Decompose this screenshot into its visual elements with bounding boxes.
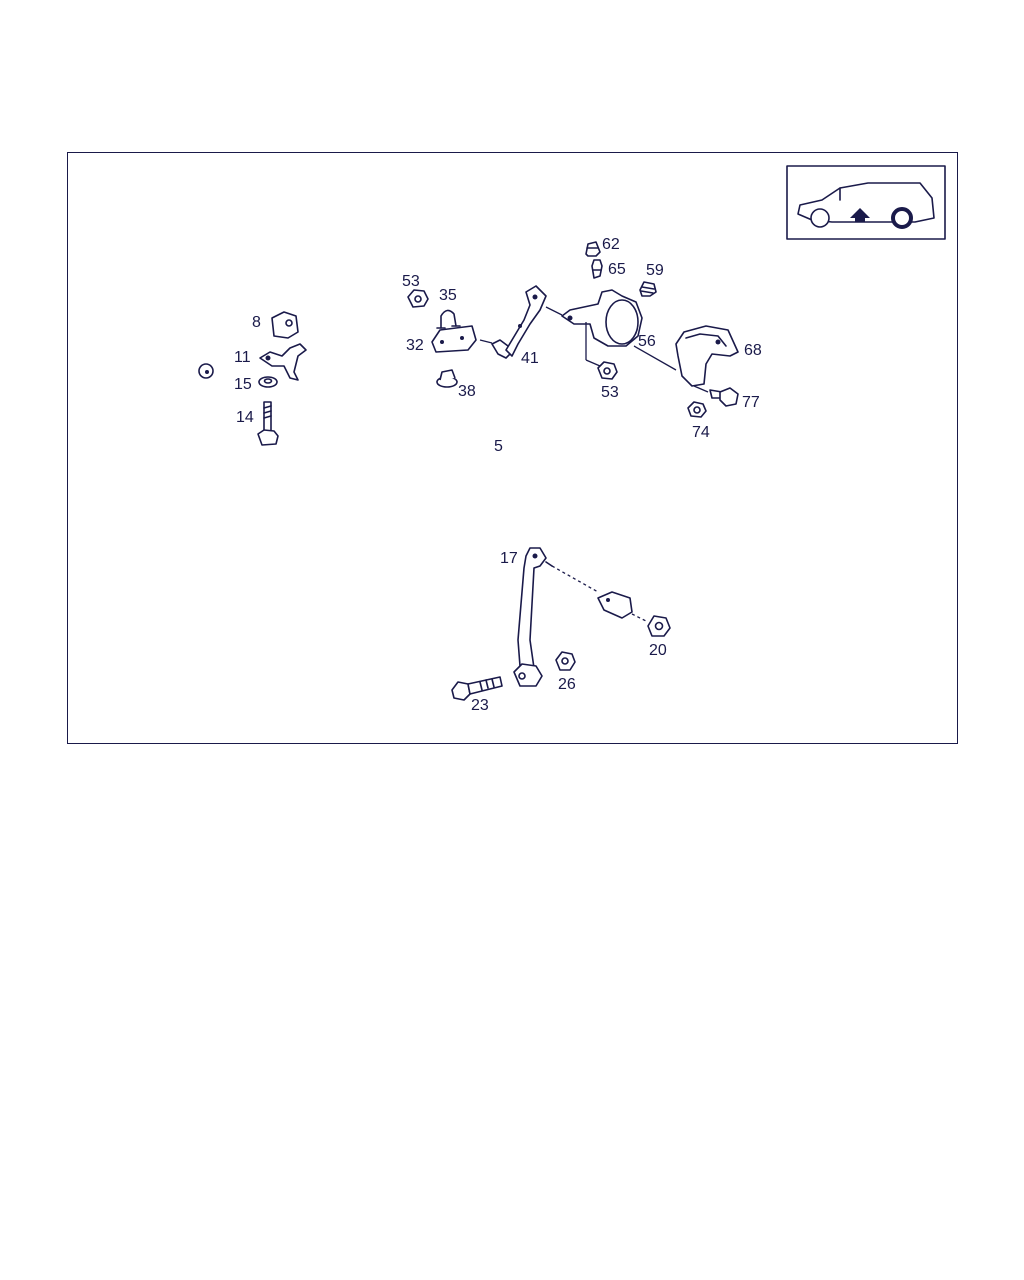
part-label-68: 68 bbox=[744, 342, 762, 359]
vehicle-locator-inset bbox=[786, 165, 946, 240]
stabilizer-bar bbox=[185, 269, 633, 619]
part-label-11: 11 bbox=[234, 349, 251, 366]
clamp-bracket-part bbox=[259, 343, 307, 381]
cap-part bbox=[585, 241, 601, 257]
fitting-part bbox=[591, 259, 603, 279]
part-label-53-upper: 53 bbox=[402, 273, 420, 290]
part-label-32: 32 bbox=[406, 337, 424, 354]
vehicle-rear-axle-locator-icon bbox=[797, 182, 935, 229]
part-label-56: 56 bbox=[638, 333, 656, 350]
part-label-77: 77 bbox=[742, 394, 760, 411]
sensor-linkage-part bbox=[479, 285, 547, 359]
screw-plug-part bbox=[639, 281, 657, 297]
part-label-65: 65 bbox=[608, 261, 626, 278]
level-sensor-part bbox=[561, 289, 643, 367]
washer-part bbox=[258, 376, 278, 388]
lower-bolt-part bbox=[451, 676, 503, 701]
part-label-53-lower: 53 bbox=[601, 384, 619, 401]
bolt-part bbox=[257, 401, 279, 446]
part-label-35: 35 bbox=[439, 287, 457, 304]
part-label-26: 26 bbox=[558, 676, 576, 693]
part-label-38: 38 bbox=[458, 383, 476, 400]
bushing-part bbox=[271, 311, 299, 339]
bracket-nut-part bbox=[687, 401, 707, 418]
part-label-62: 62 bbox=[602, 236, 620, 253]
part-label-17: 17 bbox=[500, 550, 518, 567]
part-label-5: 5 bbox=[494, 438, 503, 455]
diagram-frame bbox=[67, 152, 958, 744]
part-label-59: 59 bbox=[646, 262, 664, 279]
part-label-15: 15 bbox=[234, 376, 252, 393]
part-label-41: 41 bbox=[521, 350, 539, 367]
nut-part-upper bbox=[407, 289, 429, 308]
part-label-74: 74 bbox=[692, 424, 710, 441]
part-label-14: 14 bbox=[236, 409, 254, 426]
part-label-23: 23 bbox=[471, 697, 489, 714]
drop-link-part bbox=[513, 547, 553, 687]
sensor-bracket-part bbox=[675, 325, 739, 387]
mounting-plate-part bbox=[431, 325, 477, 353]
bracket-bolt-part bbox=[693, 385, 739, 407]
part-label-20: 20 bbox=[649, 642, 667, 659]
lower-nut-part bbox=[555, 651, 576, 671]
drop-link-nut-part bbox=[647, 615, 671, 637]
part-label-8: 8 bbox=[252, 314, 261, 331]
u-bolt-part bbox=[436, 309, 461, 329]
grommet-part bbox=[436, 369, 458, 388]
nut-part-lower bbox=[597, 361, 618, 380]
